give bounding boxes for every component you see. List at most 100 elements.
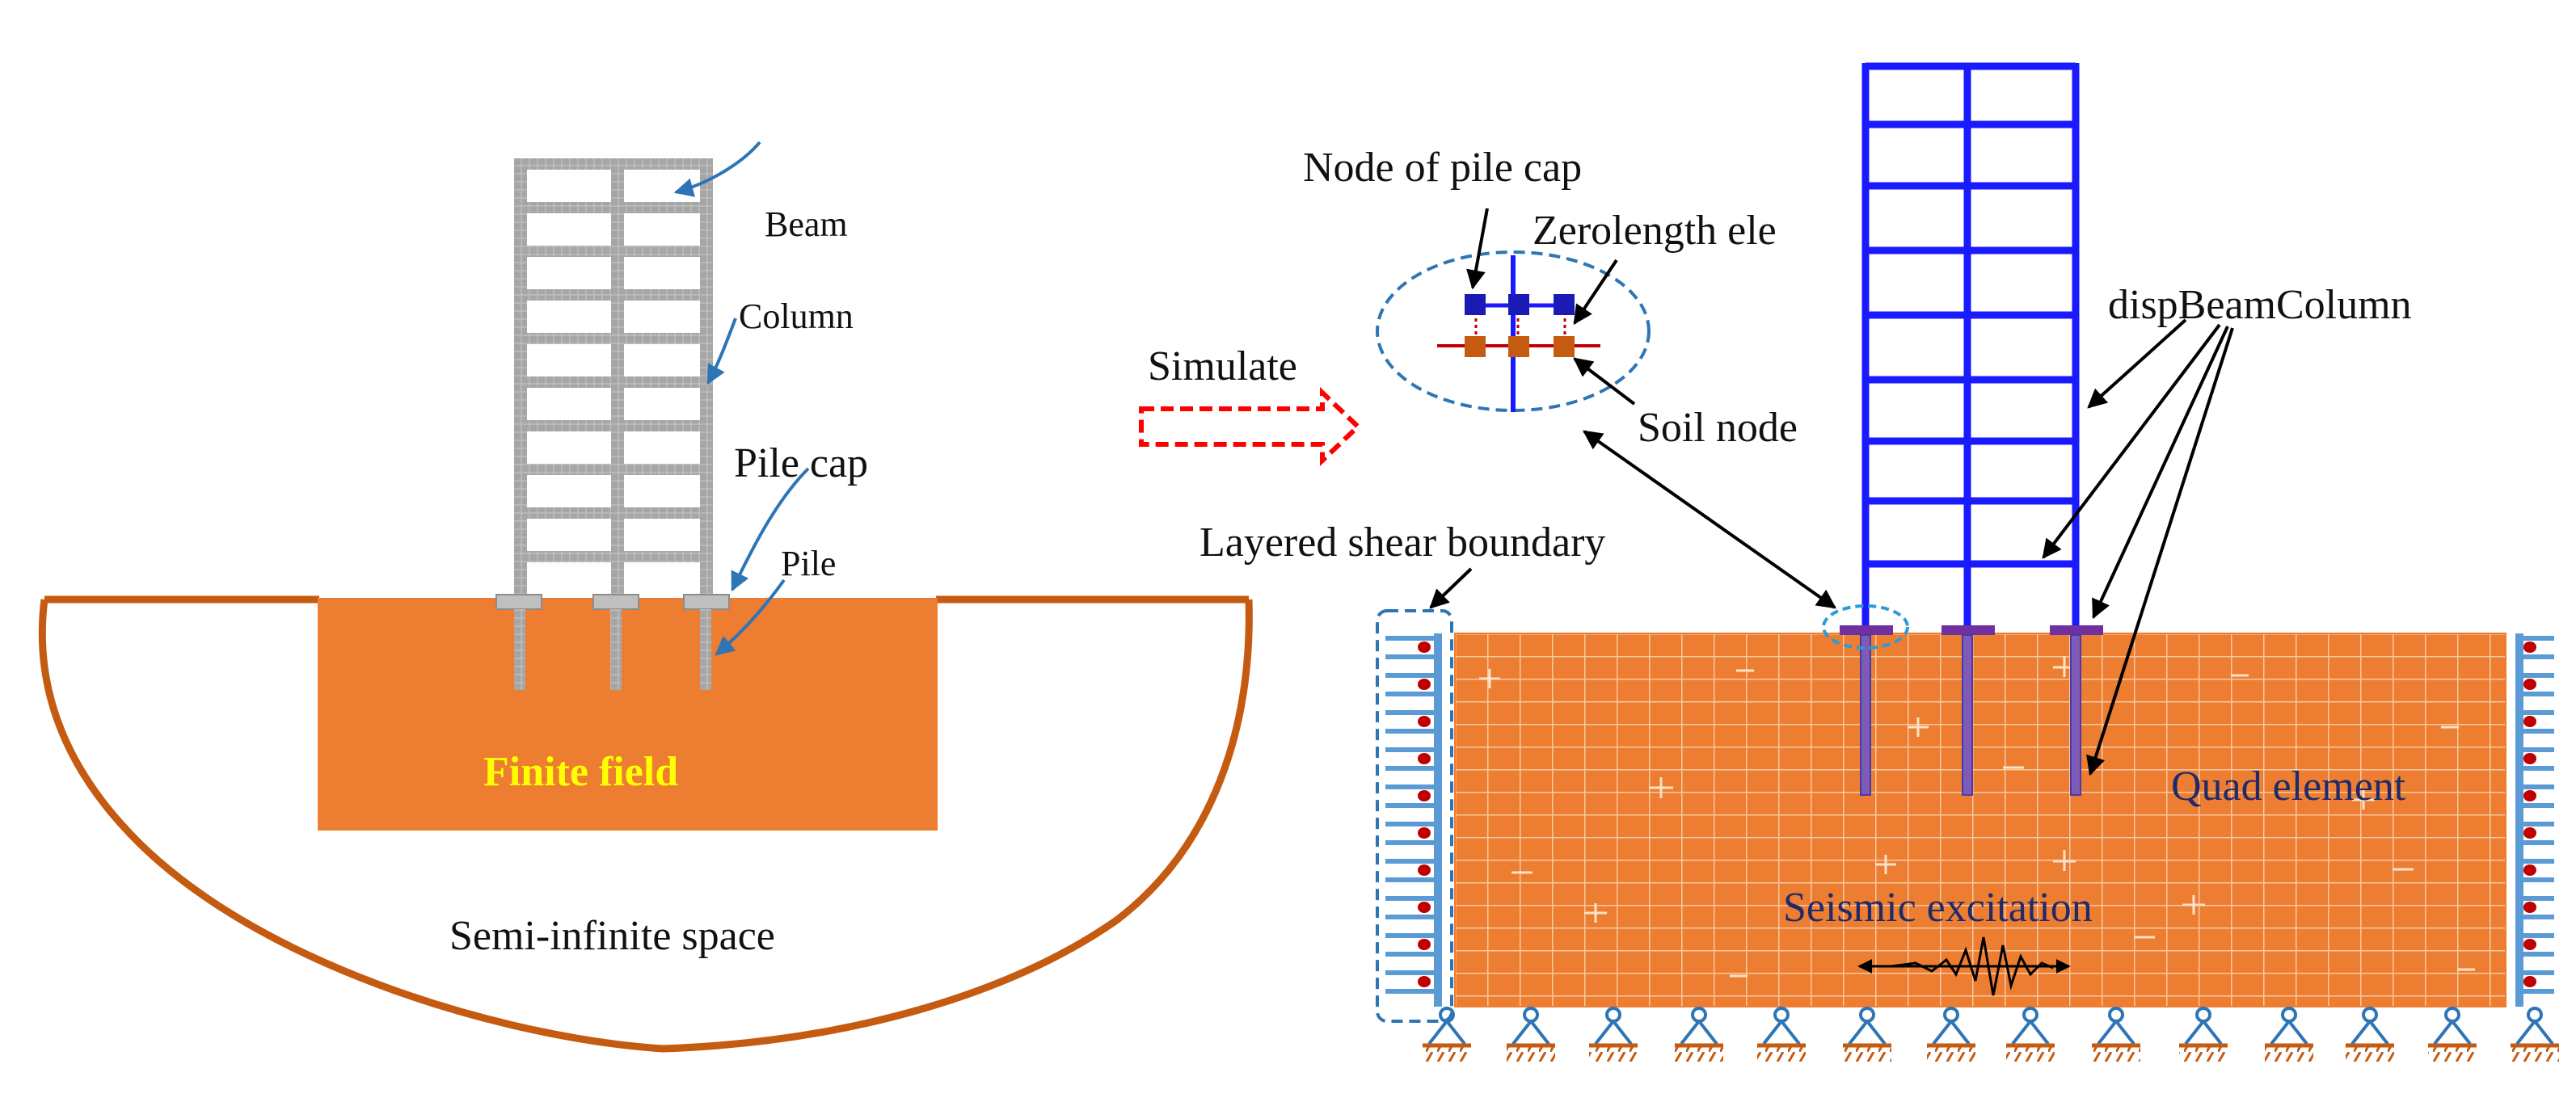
right-boundary-node: [2523, 679, 2536, 690]
support-pin: [2195, 1007, 2211, 1023]
pointer-arrows: [1429, 208, 2234, 776]
soil-node-arrow: [1573, 357, 1636, 406]
left-boundary-node: [1418, 716, 1431, 727]
support-pin: [2022, 1007, 2038, 1023]
right-boundary-node: [2523, 864, 2536, 876]
left-boundary-dashed-box: [1376, 609, 1453, 1023]
support-hatch: [2265, 1047, 2313, 1062]
dbc-arrow-3: [2092, 326, 2229, 620]
dbc-arrow-4: [2086, 327, 2234, 776]
pile-cap-2: [592, 594, 639, 610]
support-legs: [2270, 1020, 2308, 1045]
seismic-wave-icon: [1857, 936, 2071, 996]
node-pile-cap-label: Node of pile cap: [1303, 145, 1582, 191]
simulate-label: Simulate: [1148, 343, 1297, 389]
right-panel: Node of pile cap Zerolength ele Soil nod…: [1199, 62, 2559, 1062]
pile-cap-detail: [1376, 250, 1651, 412]
support-legs: [2433, 1020, 2472, 1045]
support-pin: [2527, 1007, 2543, 1023]
quad-element-label: Quad element: [2171, 763, 2406, 810]
support-pin: [2444, 1007, 2460, 1023]
support-legs: [1511, 1020, 1550, 1045]
pile-arrow: [715, 578, 786, 656]
semi-infinite-space-boundary: [38, 599, 1253, 1053]
pile-cap-node-1: [1840, 625, 1893, 635]
pile-cap-1: [495, 594, 542, 610]
dbc-arrow-1: [2087, 318, 2187, 409]
right-boundary-node: [2523, 902, 2536, 913]
left-boundary-node: [1418, 902, 1431, 913]
support-hatch: [1757, 1047, 1806, 1062]
support-pin: [2108, 1007, 2124, 1023]
support-legs: [2011, 1020, 2050, 1045]
support-pin: [1691, 1007, 1707, 1023]
seismic-excitation-label: Seismic excitation: [1783, 885, 2093, 931]
dbc-arrow-2: [2042, 323, 2221, 559]
zoom-link-arrow: [1583, 430, 1836, 609]
support-hatch: [1843, 1047, 1891, 1062]
left-boundary-node: [1418, 679, 1431, 690]
pile-head-highlight: [1822, 604, 1909, 650]
pile-1: [514, 609, 525, 690]
support-legs: [2515, 1020, 2554, 1045]
support-pin: [2362, 1007, 2378, 1023]
zerolength-arrow: [1573, 259, 1618, 325]
left-boundary-node: [1418, 641, 1431, 653]
zerolength-links: [1474, 312, 1566, 339]
pile-rod-1: [1860, 634, 1871, 796]
pile-2: [610, 609, 622, 690]
support-legs: [1427, 1020, 1466, 1045]
support-legs: [1932, 1020, 1971, 1045]
support-hatch: [2346, 1047, 2394, 1062]
support-pin: [1773, 1007, 1790, 1023]
layered-boundary-arrow: [1429, 567, 1473, 609]
beam-label: Beam: [765, 204, 848, 244]
left-boundary-node: [1418, 864, 1431, 876]
simulate-transition: Simulate: [1139, 343, 1362, 467]
blue-piles: [1840, 625, 2103, 796]
pile-3: [700, 609, 711, 690]
pile-rod-3: [2070, 634, 2081, 796]
grey-building-frame: [495, 158, 730, 690]
support-hatch: [2511, 1047, 2559, 1062]
finite-field-block: [318, 598, 938, 831]
support-pin: [1943, 1007, 1959, 1023]
right-boundary-node: [2523, 753, 2536, 764]
right-boundary-node: [2523, 939, 2536, 950]
pile-cap-label: Pile cap: [734, 440, 868, 486]
left-boundary-node: [1418, 827, 1431, 839]
bottom-supports: [1423, 1007, 2559, 1062]
cap-nodes: [1465, 294, 1575, 315]
disp-beam-column-label: dispBeamColumn: [2108, 282, 2412, 328]
soil-texture-marks: [1479, 656, 2475, 978]
zerolength-label: Zerolength ele: [1533, 208, 1777, 254]
support-hatch: [1589, 1047, 1638, 1062]
left-boundary-node: [1418, 753, 1431, 764]
blue-building-frame: [1861, 62, 2080, 630]
column-label: Column: [739, 297, 854, 336]
right-boundary-node: [2523, 641, 2536, 653]
simulate-arrow-icon: [1139, 386, 1362, 467]
pile-cap-arrow: [731, 467, 810, 592]
support-legs: [1680, 1020, 1718, 1045]
left-boundary-node: [1418, 939, 1431, 950]
left-boundary-springs: [1385, 636, 1434, 994]
support-pin: [1859, 1007, 1875, 1023]
left-boundary-node: [1418, 790, 1431, 801]
left-boundary-node: [1418, 976, 1431, 987]
right-boundary-node: [2523, 790, 2536, 801]
support-legs: [2097, 1020, 2135, 1045]
right-shear-boundary: [2515, 633, 2554, 1007]
support-hatch: [2179, 1047, 2228, 1062]
finite-field-label: Finite field: [483, 749, 678, 795]
soil-nodes: [1465, 336, 1575, 357]
semi-infinite-label: Semi-infinite space: [449, 913, 775, 959]
support-pin: [2281, 1007, 2297, 1023]
support-hatch: [1927, 1047, 1975, 1062]
right-boundary-springs: [2523, 636, 2554, 994]
layered-shear-label: Layered shear boundary: [1199, 519, 1605, 566]
support-legs: [1594, 1020, 1633, 1045]
support-legs: [1848, 1020, 1887, 1045]
column-arrow: [706, 318, 737, 385]
